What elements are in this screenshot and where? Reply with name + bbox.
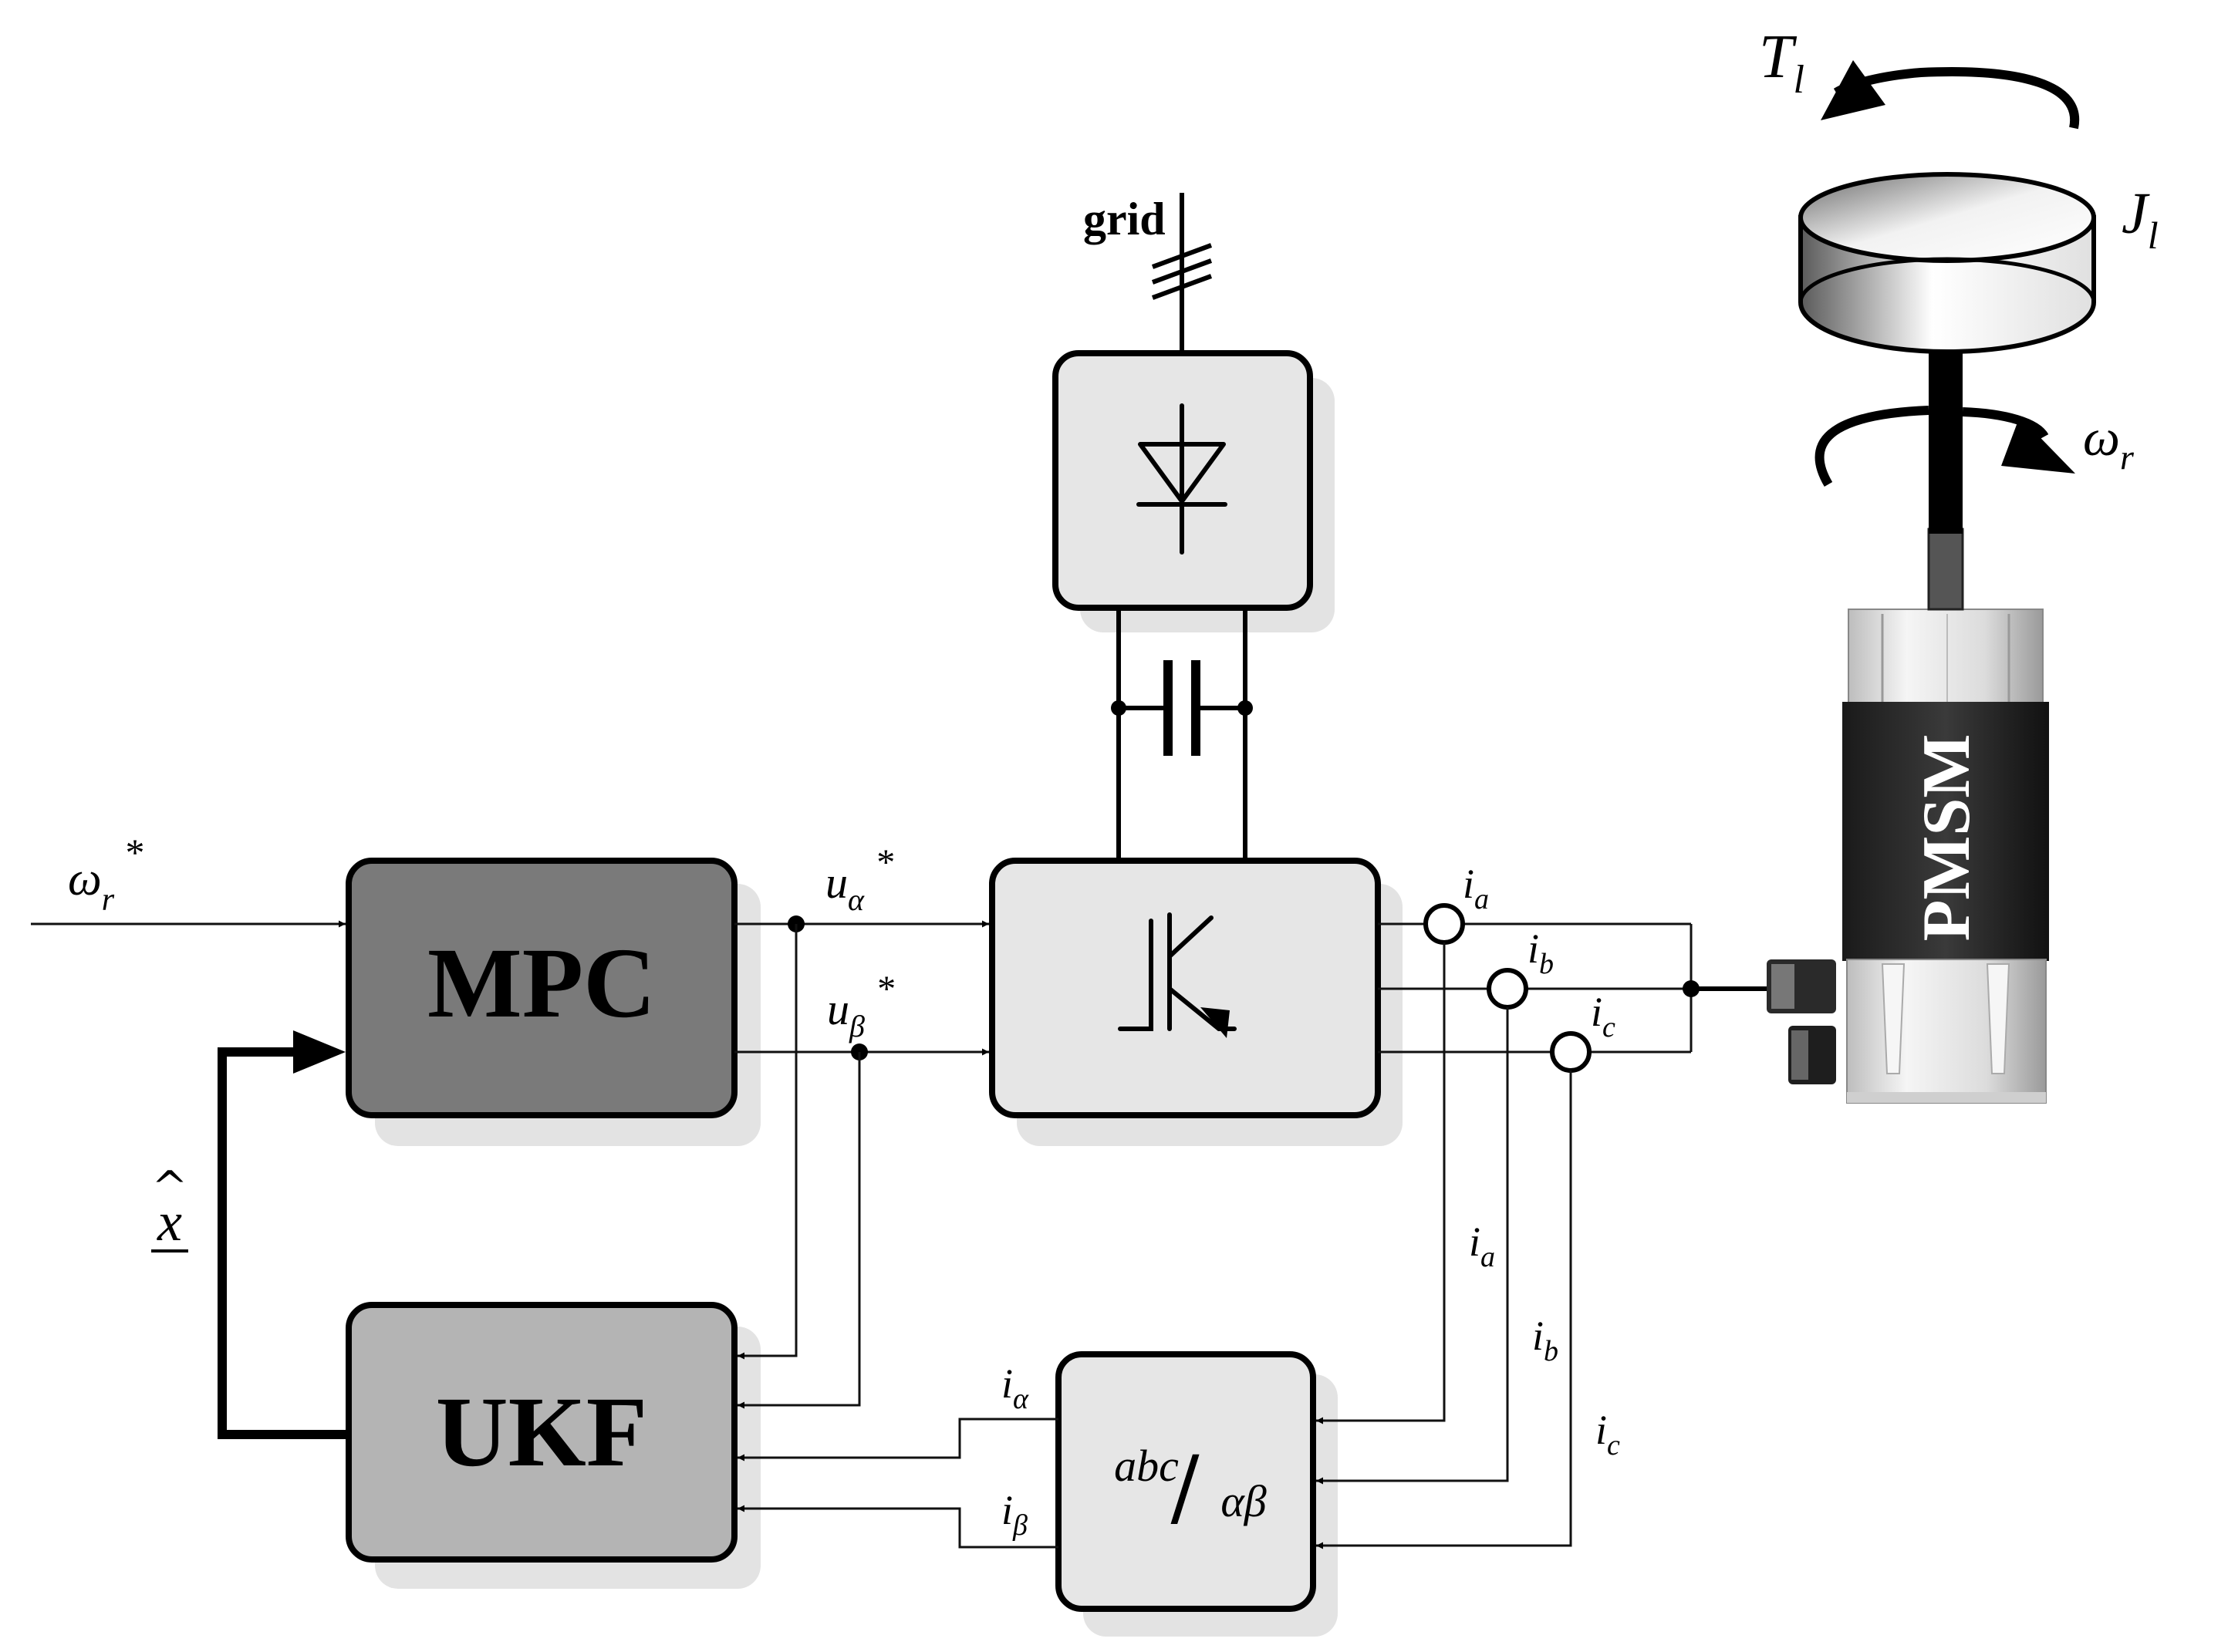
current-sensor-c: [1550, 1031, 1592, 1073]
ukf-block[interactable]: UKF: [346, 1302, 761, 1589]
u-beta-to-ukf: [738, 1052, 861, 1409]
inverter-block[interactable]: [989, 858, 1403, 1146]
igbt-icon: [1118, 912, 1237, 1038]
u-alpha-to-ukf: [738, 924, 798, 1360]
voltage-reference-wires: uα* uβ*: [734, 842, 989, 1409]
rotor-speed-arc-left: [1814, 406, 1929, 487]
motor-shaft-collar: [1927, 528, 1964, 611]
x-hat-label: x: [157, 1191, 182, 1252]
grid-label: grid: [1083, 194, 1166, 244]
ukf-label: UKF: [436, 1377, 647, 1488]
diode-icon: [1136, 403, 1227, 555]
i-alpha-label: iα: [1001, 1360, 1029, 1415]
motor-top-cap: [1848, 609, 2044, 709]
phase-lines: ia ib ic: [1378, 861, 1768, 1073]
i-beta-label: iβ: [1001, 1487, 1028, 1542]
rectifier-block[interactable]: [1052, 350, 1335, 632]
t-l-label: Tl: [1759, 23, 1804, 102]
mpc-box: [346, 858, 738, 1118]
motor-body: [1842, 702, 2049, 961]
dc-node-right: [1237, 700, 1253, 716]
alphabeta-currents: iα iβ: [738, 1360, 1058, 1549]
dc-node-left: [1111, 700, 1126, 716]
current-sensor-a: [1423, 903, 1465, 945]
x-hat-accent: ^: [152, 1162, 188, 1212]
i-beta-wire: [738, 1505, 1058, 1549]
i-c-label: ic: [1591, 989, 1615, 1043]
state-estimate-feedback: x ^: [151, 1030, 349, 1439]
transform-label-abc: abc: [1114, 1441, 1179, 1491]
current-sensor-b: [1487, 968, 1528, 1010]
i-c-feedback-label: ic: [1595, 1407, 1620, 1462]
omega-ref-label: ωr*: [68, 831, 143, 918]
capacitor-icon: [1163, 660, 1200, 756]
i-b-feedback-label: ib: [1532, 1313, 1558, 1367]
disk-top: [1798, 172, 2096, 263]
motor-connectors-icon: [1767, 959, 1836, 1084]
i-alpha-wire: [738, 1418, 1058, 1462]
i-b-feedback: [1316, 1007, 1509, 1485]
pmsm-motor[interactable]: PMSM: [1767, 318, 2049, 1104]
mpc-block[interactable]: MPC: [346, 858, 761, 1146]
u-alpha-label: uα*: [825, 842, 893, 917]
omega-r-label: ωr: [2083, 408, 2135, 477]
abc-to-alphabeta-block[interactable]: abc / αβ: [1055, 1351, 1338, 1637]
i-a-label: ia: [1463, 861, 1489, 915]
mpc-label: MPC: [427, 928, 656, 1039]
x-hat-arrowhead: [293, 1030, 346, 1074]
three-phase-marks-icon: [1151, 243, 1213, 300]
i-b-label: ib: [1528, 925, 1554, 980]
transform-box: [1055, 1351, 1316, 1612]
load-inertia-disk: Jl: [1798, 172, 2159, 354]
i-a-feedback-label: ia: [1469, 1219, 1495, 1273]
dc-link: [1111, 608, 1253, 861]
i-a-feedback: [1316, 942, 1446, 1424]
transform-slash: /: [1170, 1438, 1200, 1536]
load-torque-indicator: Tl: [1759, 23, 2080, 130]
x-hat-wire: [218, 1047, 349, 1439]
rotor-speed-indicator: ωr: [1814, 406, 2135, 487]
motor-bottom-cap: [1846, 959, 2047, 1104]
load-torque-arrowhead: [1821, 60, 1885, 120]
rotor-speed-arc-right: [1962, 407, 2049, 440]
i-c-feedback: [1316, 1070, 1572, 1549]
pmsm-label: PMSM: [1909, 734, 1984, 942]
transform-label-alphabeta: αβ: [1220, 1476, 1266, 1526]
omega-ref-input: ωr*: [31, 831, 346, 928]
rotor-speed-arrowhead: [2001, 416, 2075, 474]
u-beta-label: uβ*: [827, 969, 894, 1043]
j-l-label: Jl: [2122, 181, 2159, 257]
current-feedback: ia ib ic: [1316, 942, 1620, 1549]
inverter-box: [989, 858, 1381, 1118]
grid-supply: grid: [1083, 193, 1213, 353]
